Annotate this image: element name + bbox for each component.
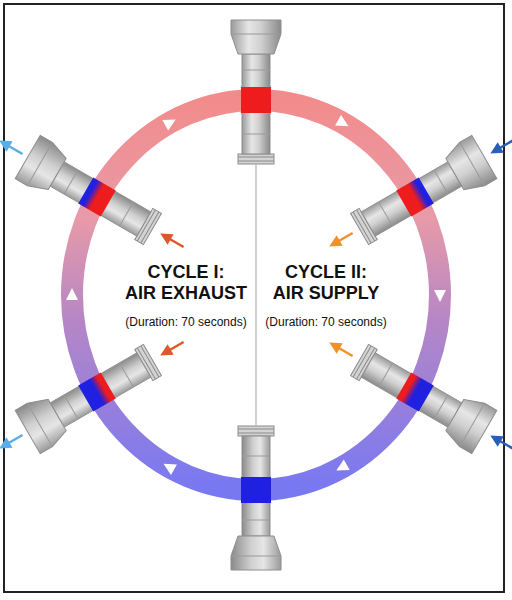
flow-arrowhead <box>336 460 349 471</box>
cycle-heading: AIR EXHAUST <box>125 283 247 304</box>
fan-unit <box>231 20 281 164</box>
duration-note: (Duration: 70 seconds) <box>125 316 246 330</box>
cycle-heading: AIR SUPPLY <box>273 283 379 304</box>
flow-arrowhead <box>66 288 78 300</box>
flow-arrowhead <box>335 115 348 126</box>
fan-unit <box>0 320 196 470</box>
flow-arrowhead <box>434 290 446 302</box>
fan-unit <box>231 426 281 570</box>
duration-note: (Duration: 70 seconds) <box>265 316 386 330</box>
fan-unit <box>317 321 512 471</box>
fan-unit <box>0 119 196 269</box>
flow-arrowhead <box>162 119 175 130</box>
cycle-heading: CYCLE II: <box>285 262 367 283</box>
fan-unit <box>317 118 512 268</box>
flow-arrowhead <box>164 464 177 475</box>
cycle-heading: CYCLE I: <box>147 262 224 283</box>
